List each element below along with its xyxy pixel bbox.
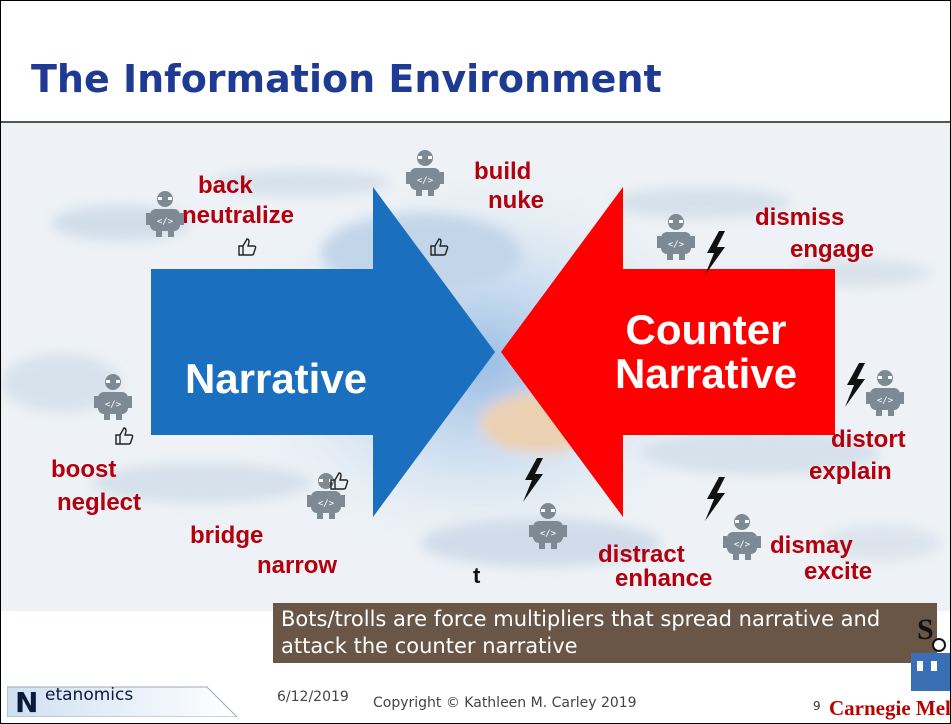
stray-letter: t [473, 563, 481, 588]
thumbs-up-icon [430, 238, 449, 256]
robot-icon: </> [146, 191, 184, 237]
svg-text:S: S [917, 613, 934, 646]
counter-narrative-label: Counter Narrative [581, 306, 831, 398]
word-enhance: enhance [615, 565, 713, 592]
lightning-icon [523, 458, 543, 502]
word-excite: excite [804, 558, 873, 585]
robot-icon: </> [657, 214, 695, 260]
svg-text:</>: </> [668, 240, 685, 250]
counter-label-line1: Counter [625, 306, 787, 353]
title-divider [1, 121, 950, 123]
word-narrow: narrow [257, 552, 338, 579]
netanomics-label: etanomics [45, 685, 134, 705]
institution-logo: Carnegie Mellon [829, 696, 951, 720]
page-title: The Information Environment [31, 57, 662, 101]
page-number: 9 [813, 699, 821, 713]
word-back: back [198, 172, 253, 199]
svg-text:</>: </> [877, 396, 894, 406]
robot-icon: </> [307, 473, 345, 519]
lightning-icon [705, 231, 725, 275]
netanomics-logo-bar: N [7, 686, 237, 717]
word-neglect: neglect [57, 489, 142, 516]
word-nuke: nuke [488, 187, 545, 214]
robot-icon: </> [94, 374, 132, 420]
robot-icon: </> [529, 503, 567, 549]
robot-icon: </> [866, 370, 904, 416]
svg-text:</>: </> [318, 499, 335, 509]
footer-copyright: Copyright © Kathleen M. Carley 2019 [373, 695, 637, 711]
word-dismay: dismay [770, 532, 853, 559]
svg-text:</>: </> [157, 217, 174, 227]
lightning-icon [845, 363, 865, 407]
lightning-icon [705, 477, 725, 521]
caption-box: Bots/trolls are force multipliers that s… [273, 603, 937, 663]
word-explain: explain [809, 458, 892, 485]
netanomics-logo-letter: N [15, 686, 38, 717]
counter-narrative-arrow [501, 187, 835, 517]
svg-text:</>: </> [540, 529, 557, 539]
robot-icon: </> [406, 150, 444, 196]
word-build: build [474, 158, 532, 185]
word-engage: engage [790, 236, 875, 263]
svg-text:</>: </> [105, 400, 122, 410]
counter-label-line2: Narrative [614, 350, 798, 398]
thumbs-up-icon [238, 238, 257, 256]
word-neutralize: neutralize [182, 202, 295, 229]
word-boost: boost [51, 456, 117, 483]
word-distort: distort [831, 426, 906, 453]
narrative-label: Narrative [184, 355, 368, 402]
footer-date: 6/12/2019 [277, 689, 349, 705]
thumbs-up-icon [330, 472, 349, 490]
robot-icon: </> [723, 514, 761, 560]
svg-text:</>: </> [734, 540, 751, 550]
word-dismiss: dismiss [755, 204, 845, 231]
casos-logo: S [911, 613, 950, 691]
word-bridge: bridge [190, 522, 264, 549]
narrative-arrow [151, 187, 495, 517]
svg-text:</>: </> [417, 176, 434, 186]
word-distract: distract [598, 541, 685, 568]
thumbs-up-icon [115, 427, 134, 445]
